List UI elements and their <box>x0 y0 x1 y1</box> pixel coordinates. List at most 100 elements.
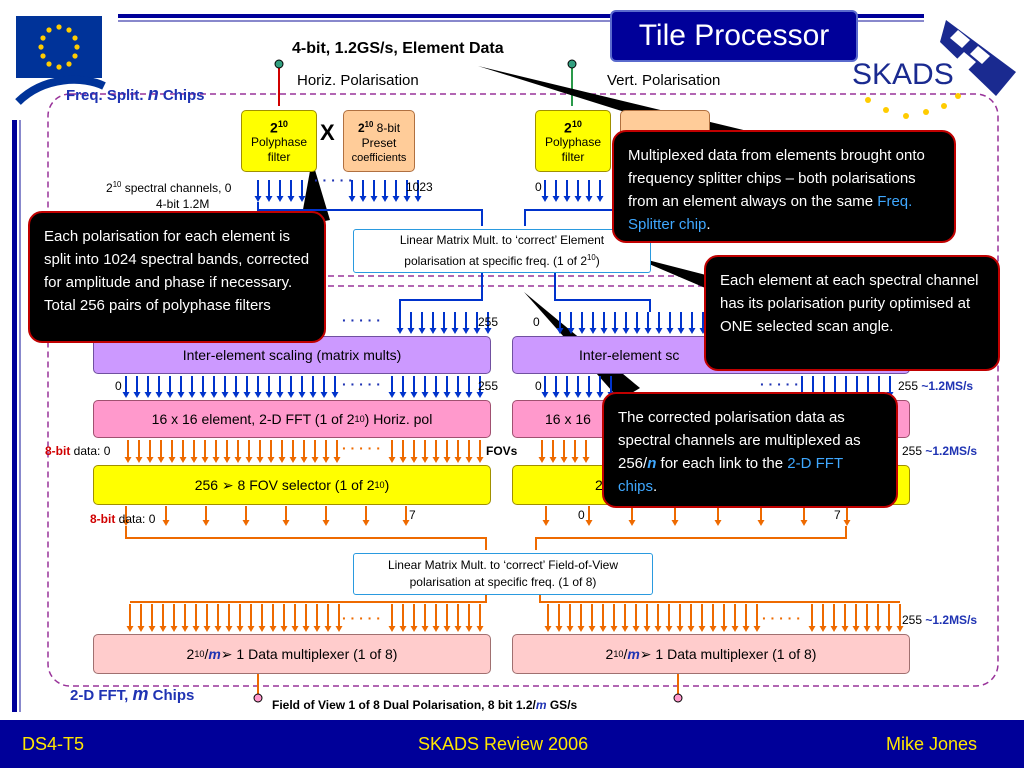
arrow-mux-in-right-head <box>588 626 596 632</box>
arrow-fov-out-right-head <box>757 520 765 526</box>
arrow-filter-out-mid-head <box>392 196 400 202</box>
arrow-fov-in-left-head <box>124 457 132 463</box>
arrow-mux-in-right-head <box>577 626 585 632</box>
arrow-mux-in-right-head <box>610 626 618 632</box>
fovs-label: FOVs <box>486 444 518 458</box>
arrow-mux-in-right-b-head <box>830 626 838 632</box>
arrow-mux-in-left-b-head <box>388 626 396 632</box>
arrow-fov-in-left-head <box>267 457 275 463</box>
arrow-inter-in-right-head <box>589 328 597 334</box>
arrow-fft-in-left-head <box>331 392 339 398</box>
arrow-fft-in-left-b-head <box>421 392 429 398</box>
arrow-mux-in-left-head <box>280 626 288 632</box>
arrow-fov-in-right-head <box>549 457 557 463</box>
linear-to-inter-left <box>399 272 483 312</box>
output-node-right <box>673 693 683 703</box>
callout-purity: Each element at each spectral channel ha… <box>704 255 1000 371</box>
arrow-fov-in-left-head <box>333 457 341 463</box>
arrow-inter-in-right-head <box>578 328 586 334</box>
merge-to-fov-right <box>535 526 847 550</box>
output-node-left <box>253 693 263 703</box>
callout-corrected: The corrected polarisation data as spect… <box>602 392 898 508</box>
dots-inter-top: · · · · · <box>342 312 381 328</box>
tick-0-c: 0 <box>115 379 122 393</box>
arrow-fft-in-left-head <box>177 392 185 398</box>
arrow-fov-in-left-head <box>278 457 286 463</box>
footer-left: DS4-T5 <box>22 734 85 754</box>
arrow-mux-in-right-b-head <box>896 626 904 632</box>
arrow-fov-in-left-head <box>300 457 308 463</box>
fov-output-label: Field of View 1 of 8 Dual Polarisation, … <box>272 698 578 712</box>
arrow-mux-in-right-b-head <box>852 626 860 632</box>
arrow-mux-in-left-b-head <box>476 626 484 632</box>
spectral-channels-label: 210 spectral channels, 0 <box>106 180 232 195</box>
arrow-inter-in-left-head <box>418 328 426 334</box>
arrow-mux-in-left-head <box>137 626 145 632</box>
arrow-mux-in-right-head <box>632 626 640 632</box>
arrow-fov-in-right-head <box>571 457 579 463</box>
arrow-fft-in-left-b-head <box>432 392 440 398</box>
arrow-filter-out-mid-head <box>403 196 411 202</box>
arrow-fft-in-left-head <box>199 392 207 398</box>
arrow-inter-in-left-head <box>407 328 415 334</box>
arrow-fov-in-left-head <box>212 457 220 463</box>
arrow-fov-in-left-head <box>179 457 187 463</box>
arrow-fov-in-left-b-head <box>465 457 473 463</box>
arrow-mux-in-right-head <box>731 626 739 632</box>
left-stripe-thin <box>19 120 21 712</box>
left-stripe <box>12 120 17 712</box>
tick-1023: 1023 <box>406 180 433 194</box>
arrow-filter-out-left-head <box>287 196 295 202</box>
arrow-mux-in-left-b-head <box>399 626 407 632</box>
arrow-fft-in-right-head <box>563 392 571 398</box>
arrow-filter-out-mid-head <box>381 196 389 202</box>
arrow-fov-out-left-head <box>402 520 410 526</box>
arrow-fov-in-left-b-head <box>410 457 418 463</box>
dots-inter-bottom: · · · · · <box>342 376 381 392</box>
arrow-mux-in-right-head <box>742 626 750 632</box>
arrow-fov-in-left-head <box>311 457 319 463</box>
tick-7-left: 7 <box>409 508 416 522</box>
dots-top: · · · · · <box>314 172 353 188</box>
arrow-mux-in-left-b-head <box>465 626 473 632</box>
arrow-fft-in-left-head <box>298 392 306 398</box>
polyphase-line2-right: filter <box>561 150 585 165</box>
arrow-fov-out-right-head <box>671 520 679 526</box>
arrow-fov-in-right-head <box>560 457 568 463</box>
arrow-fov-in-left-b-head <box>476 457 484 463</box>
arrow-mux-in-left-head <box>126 626 134 632</box>
arrow-inter-in-right-head <box>600 328 608 334</box>
arrow-mux-in-right-head <box>709 626 717 632</box>
title-box: Tile Processor <box>610 10 858 62</box>
preset-line1: Preset <box>361 135 397 150</box>
polyphase-size-left: 210 <box>270 118 288 136</box>
arrow-inter-in-right-head <box>655 328 663 334</box>
data-label-fov: 8-bit data: 0 <box>90 512 156 526</box>
arrow-fft-in-left-head <box>166 392 174 398</box>
arrow-inter-in-left-head <box>484 328 492 334</box>
callout-polarisation: Each polarisation for each element is sp… <box>28 211 326 343</box>
arrow-fft-in-left-head <box>188 392 196 398</box>
preset-coefficients-box: 210 8-bit Preset coefficients <box>343 110 415 172</box>
arrow-mux-in-right-head <box>676 626 684 632</box>
arrow-fov-out-left-head <box>202 520 210 526</box>
arrow-filter-out-right-head <box>563 196 571 202</box>
arrow-mux-in-left-head <box>214 626 222 632</box>
arrow-mux-in-right-head <box>643 626 651 632</box>
rate-row-6: 255 ~1.2MS/s <box>902 613 978 627</box>
arrow-mux-in-right-head <box>555 626 563 632</box>
eu-stars <box>38 24 80 70</box>
arrow-filter-out-left-head <box>254 196 262 202</box>
freq-split-text: Freq. Split. <box>66 87 148 104</box>
arrow-inter-in-left-head <box>451 328 459 334</box>
skads-stars <box>865 93 961 119</box>
arrow-fov-out-right-head <box>542 520 550 526</box>
arrow-filter-out-left-head <box>276 196 284 202</box>
arrow-fft-in-left-head <box>144 392 152 398</box>
arrow-fov-out-right-head <box>843 520 851 526</box>
fft-chip-region <box>47 93 999 687</box>
arrow-mux-in-left-head <box>203 626 211 632</box>
arrow-fov-in-left-head <box>289 457 297 463</box>
